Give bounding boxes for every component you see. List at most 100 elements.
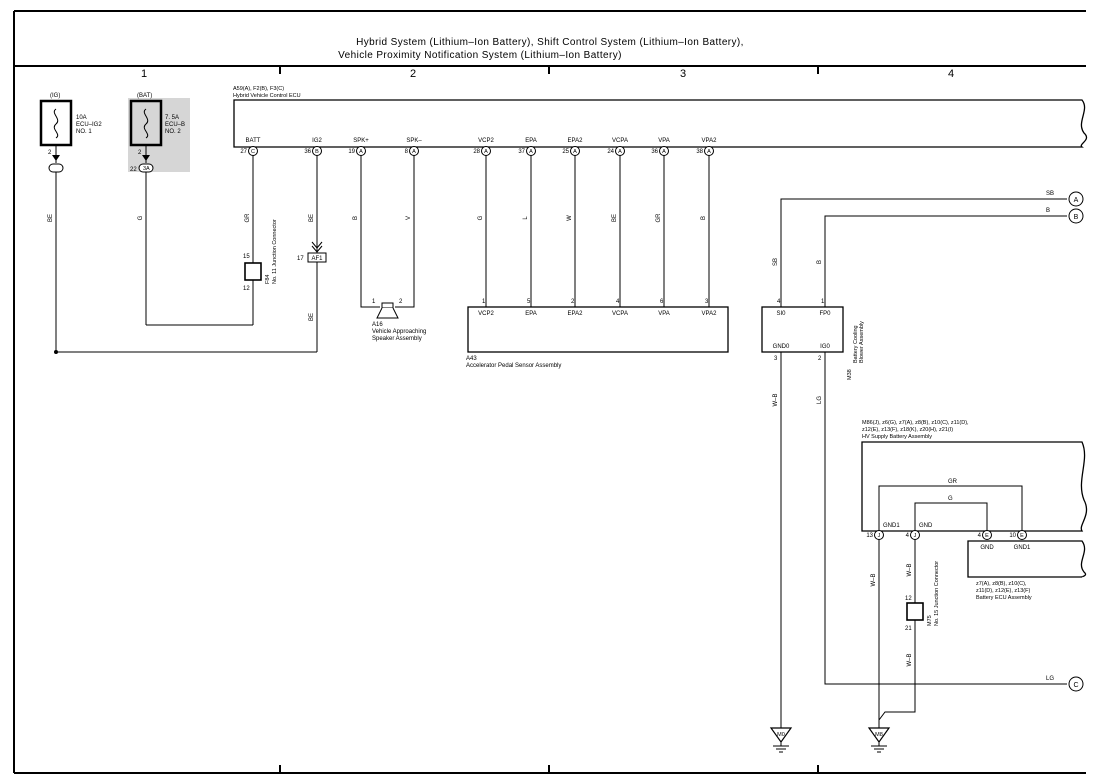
becu-pin-gnd1-label: GND1 bbox=[1014, 545, 1031, 551]
speaker-code: A16 bbox=[372, 322, 383, 328]
ecu-pin-connector-code: C bbox=[251, 149, 255, 155]
offpage-connector-b: B bbox=[1068, 208, 1084, 224]
hv-pin-number: 4 bbox=[906, 533, 910, 539]
pedal-pin-number: 1 bbox=[482, 299, 486, 305]
ecu-pin-connector-code: A bbox=[573, 149, 577, 155]
hybrid-vehicle-control-ecu: A59(A), F2(B), F3(C) Hybrid Vehicle Cont… bbox=[233, 86, 1088, 148]
fuse-ig-name: ECU–IG2 bbox=[76, 122, 102, 128]
ecu-pin-label: EPA2 bbox=[568, 138, 584, 144]
blower-pin-gnd0-num: 3 bbox=[774, 356, 778, 362]
hv-battery-name: HV Supply Battery Assembly bbox=[862, 434, 932, 440]
ecu-pin-label: VPA2 bbox=[702, 138, 718, 144]
ecu-pin-number: 27 bbox=[240, 149, 247, 155]
ground-m8-label: M8 bbox=[875, 732, 883, 738]
internal-g-loop bbox=[914, 502, 988, 531]
wire-color-epa: L bbox=[523, 216, 529, 220]
ecu-pin-label: VPA bbox=[658, 138, 670, 144]
ecu-pin-connector-code: A bbox=[662, 149, 666, 155]
m75-code: M75 bbox=[927, 615, 933, 626]
blower-pin-si0-label: SI0 bbox=[776, 311, 786, 317]
hv-pin-connector-code: E bbox=[1020, 533, 1024, 539]
fuse-bat-group: (BAT) bbox=[137, 93, 152, 99]
battery-ecu-name: Battery ECU Assembly bbox=[976, 595, 1032, 601]
diagram-frame bbox=[13, 10, 1086, 774]
ecu-pin-label: SPK+ bbox=[353, 138, 369, 144]
speaker-assembly-a16: 1 2 A16 Vehicle Approaching Speaker Asse… bbox=[372, 299, 426, 342]
f84-name: No. 11 Junction Connector bbox=[272, 219, 278, 284]
ecu-pin-connector-code: A bbox=[412, 149, 416, 155]
speaker-icon bbox=[376, 307, 399, 319]
connector-af1: AF1 17 bbox=[297, 241, 327, 263]
wire-color-sb-label: SB bbox=[1046, 191, 1054, 197]
fuse-bat-pin: 2 bbox=[138, 150, 142, 156]
blower-name-line1: Battery Cooling bbox=[853, 325, 859, 363]
fuse-ig-pin: 2 bbox=[48, 150, 52, 156]
hv-pin-connector-code: J bbox=[914, 533, 917, 539]
wire-color-g-loop: G bbox=[948, 496, 953, 502]
blower-pin-ig0-num: 2 bbox=[818, 356, 822, 362]
hv-pin-connector-code: E bbox=[985, 533, 989, 539]
pedal-code: A43 bbox=[466, 356, 477, 362]
fuse-bat-name: ECU–B bbox=[165, 122, 185, 128]
diagram-title-line2: Vehicle Proximity Notification System (L… bbox=[338, 50, 622, 61]
wire-color-m75-down: W–B bbox=[907, 653, 913, 666]
pedal-pin-number: 2 bbox=[571, 299, 575, 305]
blower-pin-si0-num: 4 bbox=[777, 299, 781, 305]
hv-pin-gnd1-label: GND1 bbox=[883, 523, 900, 529]
wire-color-gnd0: W–B bbox=[773, 393, 779, 406]
ecu-pin-number: 8 bbox=[405, 149, 409, 155]
wire-color-gr-loop: GR bbox=[948, 479, 958, 485]
wire-color-blower-sb: SB bbox=[773, 258, 779, 266]
pedal-name: Accelerator Pedal Sensor Assembly bbox=[466, 363, 561, 369]
wire-color-bat-fuse: G bbox=[138, 215, 144, 220]
fuse-ig-symbol bbox=[53, 108, 59, 139]
ecu-pin-number: 38 bbox=[696, 149, 703, 155]
f84-code: F84 bbox=[265, 275, 271, 284]
m75-pin-bottom: 21 bbox=[905, 626, 912, 632]
ecu-pin-number: 36 bbox=[304, 149, 311, 155]
blower-name-line2: Blower Assembly bbox=[859, 321, 865, 363]
hv-pin-number: 4 bbox=[978, 533, 982, 539]
pedal-pin-label: VCP2 bbox=[478, 311, 494, 317]
wire-color-epa2: W bbox=[567, 215, 573, 221]
f84-pin-bottom: 12 bbox=[243, 286, 250, 292]
ecu-pin-label: EPA bbox=[525, 138, 537, 144]
blower-pin-fp0-label: FP0 bbox=[819, 311, 831, 317]
pedal-pin-number: 5 bbox=[527, 299, 531, 305]
fuse-ecu-ig2: (IG) 10A ECU–IG2 NO. 1 2 bbox=[39, 93, 102, 173]
ecu-pin-connector-code: B bbox=[315, 149, 319, 155]
hv-pin-terminal bbox=[1017, 530, 1027, 540]
fuse-bat-conn-pin: 22 bbox=[130, 167, 137, 173]
ecu-pin-connector-code: A bbox=[618, 149, 622, 155]
ecu-pin-label: VCPA bbox=[612, 138, 628, 144]
hv-supply-battery-assembly: M86(J), z6(G), z7(A), z8(B), z10(C), z11… bbox=[861, 420, 1088, 532]
column-number-2: 2 bbox=[410, 68, 416, 80]
af1-pin: 17 bbox=[297, 256, 304, 262]
wire-color-vcpa: BE bbox=[612, 214, 618, 222]
wire-color-ig2-bottom: BE bbox=[309, 313, 315, 321]
hv-battery-codes-line2: z12(E), z13(F), z18(K), z20(H), z21(I) bbox=[862, 427, 953, 433]
column-number-4: 4 bbox=[948, 68, 954, 80]
ecu-pin-label: VCP2 bbox=[478, 138, 494, 144]
wire-color-gnd1: W–B bbox=[871, 573, 877, 586]
hv-battery-codes-line1: M86(J), z6(G), z7(A), z8(B), z10(C), z11… bbox=[862, 420, 969, 426]
af1-code: AF1 bbox=[311, 256, 323, 262]
pedal-pin-label: VPA bbox=[658, 311, 670, 317]
battery-ecu-codes-line1: z7(A), z8(B), z10(C), bbox=[976, 581, 1027, 587]
fuse-bat-number: NO. 2 bbox=[165, 129, 181, 135]
fuse-ig-group: (IG) bbox=[50, 93, 60, 99]
offpage-connector-a: A bbox=[1068, 191, 1084, 207]
pedal-pin-label: VPA2 bbox=[702, 311, 718, 317]
accelerator-pedal-sensor-a43: A43 Accelerator Pedal Sensor Assembly bbox=[466, 306, 729, 369]
wire-color-gnd: W–B bbox=[907, 563, 913, 576]
blower-pin-gnd0-label: GND0 bbox=[773, 344, 790, 350]
fuse-bat-conn-code: 3A bbox=[143, 166, 150, 172]
ecu-pin-connector-code: A bbox=[529, 149, 533, 155]
wire-color-lg-label: LG bbox=[1046, 676, 1054, 682]
wire-color-spk-pos: B bbox=[353, 216, 359, 220]
ecu-pin-connector-code: A bbox=[707, 149, 711, 155]
ecu-pin-number: 25 bbox=[562, 149, 569, 155]
